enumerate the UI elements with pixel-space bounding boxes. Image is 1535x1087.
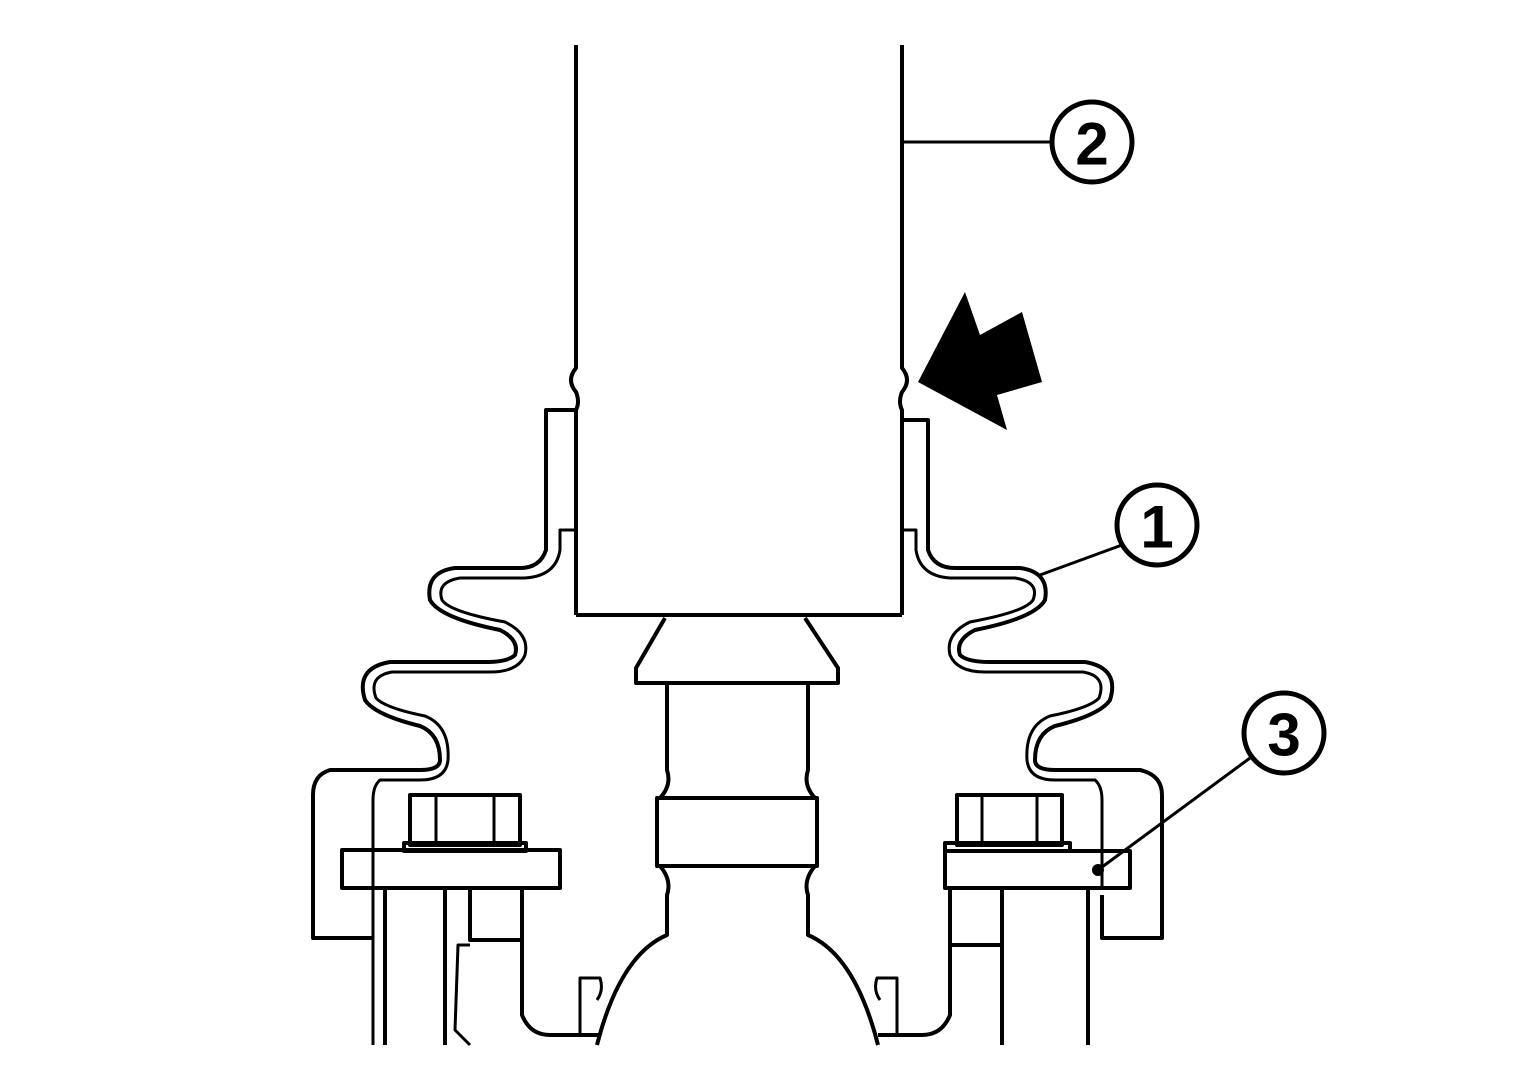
callout-3-label: 3: [1267, 702, 1300, 769]
boot-right: [902, 418, 1164, 940]
callout-1-label: 1: [1140, 494, 1173, 561]
callout-2-label: 2: [1075, 111, 1108, 178]
shaft: [569, 45, 909, 617]
leader-line-1: [1039, 543, 1123, 577]
leader-lines: [902, 140, 1251, 872]
hub-flange: [340, 793, 1132, 1047]
arrow-icon: [918, 292, 1042, 430]
leader-line-3: [1097, 756, 1251, 872]
boot-left: [311, 408, 576, 1045]
cv-joint: [578, 616, 899, 1046]
callout-1: 1: [1114, 482, 1200, 568]
callout-3: 3: [1241, 690, 1327, 776]
callout-2: 2: [1049, 99, 1135, 185]
